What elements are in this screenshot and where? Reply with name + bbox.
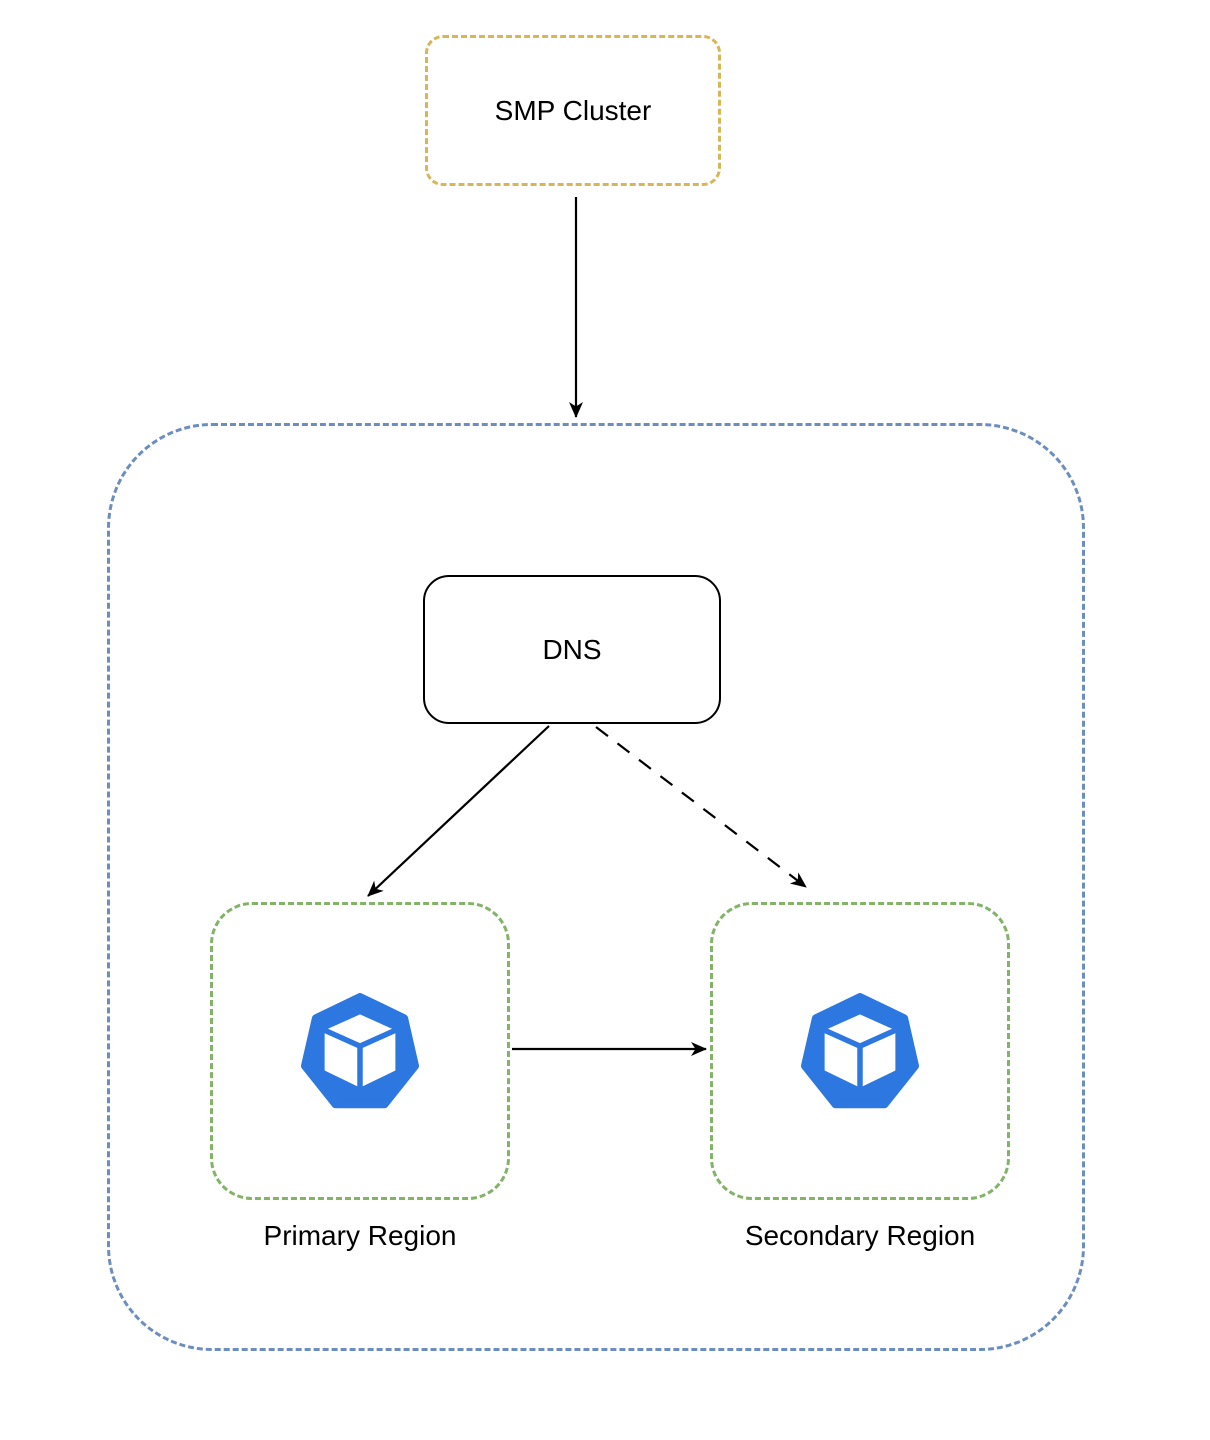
node-primary-region [210,902,510,1200]
cluster-boundary-container [107,423,1085,1351]
dns-label: DNS [542,633,602,665]
node-dns: DNS [423,575,721,724]
secondary-region-label: Secondary Region [744,1220,976,1251]
node-cube-icon [301,993,419,1109]
node-cube-icon [801,993,919,1109]
node-secondary-region [710,902,1010,1200]
primary-region-label: Primary Region [263,1220,457,1251]
smp-cluster-label: SMP Cluster [494,94,652,126]
node-smp-cluster: SMP Cluster [425,35,721,186]
